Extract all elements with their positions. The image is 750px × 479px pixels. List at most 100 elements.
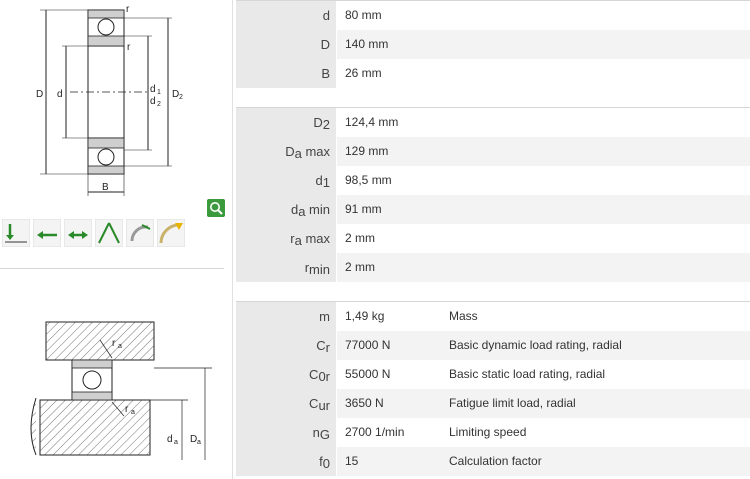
label-ra-shaft: r (125, 404, 129, 415)
label-d2: d (150, 96, 156, 107)
row-value: 2 mm (345, 260, 375, 274)
row-symbol-suffix: max (301, 144, 330, 159)
label-da: d (167, 434, 173, 445)
row-symbol-subscript: 1 (322, 175, 330, 190)
row-symbol-subscript: 0 (322, 456, 330, 471)
row-description: Fatigue limit load, radial (449, 396, 576, 410)
axial-load-left-icon[interactable] (32, 218, 62, 248)
row-description: Mass (449, 309, 478, 323)
row-value-cell: 98,5 mm (337, 166, 750, 195)
label-D2: D (172, 89, 179, 100)
label-D2-sub: 2 (179, 94, 183, 101)
row-value: 98,5 mm (345, 173, 392, 187)
row-symbol: C0r (309, 367, 330, 384)
row-label-cell: ra max (236, 224, 336, 253)
row-label-cell: D (236, 30, 336, 59)
row-value: 77000 N (345, 338, 391, 352)
row-symbol: da min (291, 202, 330, 219)
row-description: Basic static load rating, radial (449, 367, 606, 381)
row-symbol: B (321, 66, 330, 83)
label-r-top: r (126, 4, 130, 15)
row-symbol-subscript: a (294, 146, 302, 161)
zoom-button[interactable] (207, 199, 225, 217)
mounting-dimension-drawing: r a r a d a D a (30, 321, 212, 460)
row-label-cell: Da max (236, 137, 336, 166)
row-symbol-main: C (309, 396, 319, 411)
label-da-sub: a (174, 439, 178, 446)
row-value-cell: 140 mm (337, 30, 750, 59)
label-d1: d (150, 84, 156, 95)
label-Da: D (190, 434, 197, 445)
row-symbol: nG (313, 425, 330, 442)
row-description: Basic dynamic load rating, radial (449, 338, 622, 352)
row-symbol-subscript: a (298, 204, 306, 219)
contact-angle-icon[interactable] (94, 218, 124, 248)
panel-separator (232, 0, 233, 479)
row-value: 1,49 kg (345, 309, 385, 323)
row-symbol-main: r (304, 260, 310, 275)
row-symbol: d (323, 8, 330, 25)
row-label-cell: m (236, 302, 336, 331)
row-symbol-main: C (309, 367, 319, 382)
row-symbol: rmin (305, 260, 330, 277)
speed-icon[interactable] (156, 218, 186, 248)
row-symbol: Cur (309, 396, 330, 413)
row-label-cell: d1 (236, 166, 336, 195)
row-symbol-main: d (290, 202, 299, 217)
row-symbol-subscript: r (325, 340, 330, 355)
row-label-cell: Cr (236, 331, 336, 360)
row-symbol: f0 (319, 454, 330, 471)
table-top-border (236, 0, 750, 1)
label-r-second: r (127, 42, 131, 53)
row-value-cell: 2 mm (337, 224, 750, 253)
table-row: d1 98,5 mm (236, 166, 750, 195)
row-symbol-main: C (316, 338, 326, 353)
radial-load-icon[interactable] (1, 218, 31, 248)
row-symbol-main: r (290, 231, 295, 246)
row-value-cell: 124,4 mm (337, 108, 750, 137)
table-row: da min 91 mm (236, 195, 750, 224)
row-label-cell: Cur (236, 389, 336, 418)
row-symbol-main: n (312, 425, 320, 440)
row-symbol-main: D (285, 144, 295, 159)
drawing-panel: r r D d d 1 d 2 D 2 B (0, 0, 232, 479)
row-symbol: m (319, 309, 330, 326)
row-symbol-subscript: G (319, 427, 330, 442)
row-symbol: Da max (285, 144, 330, 161)
label-B: B (102, 182, 109, 193)
row-value: 124,4 mm (345, 115, 399, 129)
axial-load-both-icon[interactable] (63, 218, 93, 248)
table-top-border (236, 107, 750, 108)
row-value: 15 (345, 454, 359, 468)
label-ra-housing-sub: a (118, 343, 122, 350)
panel-divider (0, 268, 224, 269)
row-label-cell: B (236, 59, 336, 88)
row-value-cell: 80 mm (337, 1, 750, 30)
table-row: D 140 mm (236, 30, 750, 59)
label-d2-sub: 2 (157, 101, 161, 108)
table-row: d 80 mm (236, 1, 750, 30)
row-symbol-main: d (322, 8, 330, 23)
row-label-cell: rmin (236, 253, 336, 282)
rotation-icon[interactable] (125, 218, 155, 248)
row-label-cell: d (236, 1, 336, 30)
row-value-cell: 91 mm (337, 195, 750, 224)
label-ra-housing: r (112, 338, 116, 349)
row-symbol: ra max (290, 231, 330, 248)
row-label-cell: da min (236, 195, 336, 224)
table-row: rmin 2 mm (236, 253, 750, 282)
label-Da-sub: a (197, 439, 201, 446)
row-symbol: D (321, 37, 330, 54)
label-d: d (57, 89, 63, 100)
table-top-border (236, 301, 750, 302)
row-symbol-subscript: a (294, 233, 302, 248)
row-symbol-suffix: max (301, 231, 330, 246)
